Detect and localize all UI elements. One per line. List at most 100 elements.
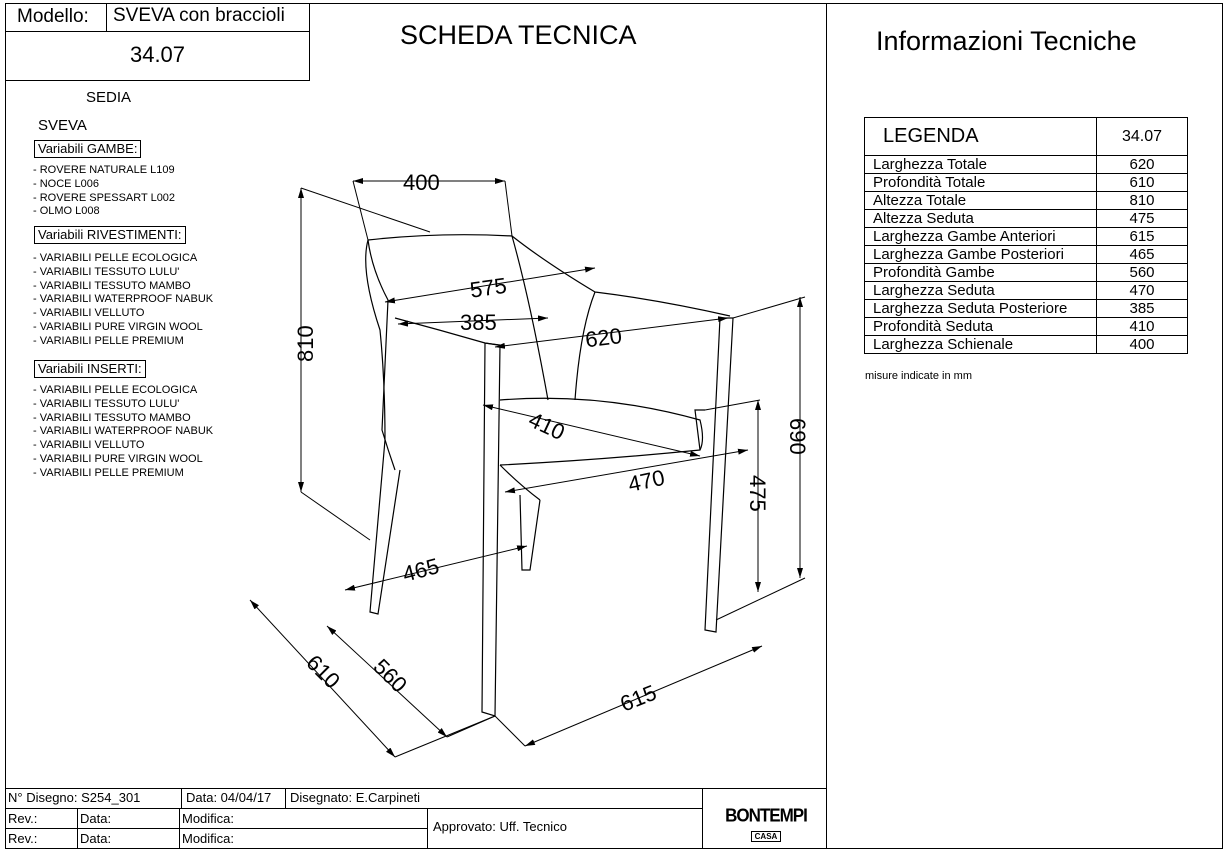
variant-list-rivestimenti: - VARIABILI PELLE ECOLOGICA - VARIABILI …	[33, 252, 213, 349]
dim-620: 620	[584, 323, 623, 352]
divider	[427, 808, 428, 849]
chair-outline	[365, 234, 734, 717]
legend-label: Larghezza Gambe Anteriori	[864, 227, 1097, 246]
legend-label: Profondità Totale	[864, 173, 1097, 192]
legend-label: Larghezza Seduta Posteriore	[864, 299, 1097, 318]
dim-690: 690	[785, 418, 810, 455]
column-divider	[826, 3, 827, 849]
list-item: - OLMO L008	[33, 205, 100, 218]
dim-400: 400	[403, 170, 440, 195]
divider	[702, 788, 703, 849]
drawn-by: Disegnato: E.Carpineti	[290, 790, 421, 805]
rev-change-label: Modifica:	[182, 831, 235, 846]
divider	[285, 788, 286, 808]
variant-title-gambe: Variabili GAMBE:	[34, 140, 142, 158]
dim-465: 465	[400, 553, 442, 587]
list-item: - VARIABILI VELLUTO	[33, 307, 145, 320]
rev-date-label: Data:	[80, 831, 112, 846]
legend-value: 410	[1096, 317, 1188, 336]
model-code: 34.07	[129, 42, 186, 67]
legend-value: 470	[1096, 281, 1188, 300]
legend-label: Profondità Gambe	[864, 263, 1097, 282]
legend-value: 385	[1096, 299, 1188, 318]
model-name: SVEVA con braccioli	[113, 5, 285, 26]
list-item: - VARIABILI PURE VIRGIN WOOL	[33, 320, 203, 333]
dim-615: 615	[617, 680, 660, 717]
divider	[5, 808, 702, 809]
list-item: - VARIABILI TESSUTO LULU'	[33, 265, 180, 278]
variant-title-inserti: Variabili INSERTI:	[34, 360, 146, 378]
variant-list-inserti: - VARIABILI PELLE ECOLOGICA - VARIABILI …	[33, 384, 213, 481]
list-item: - VARIABILI PELLE PREMIUM	[33, 334, 184, 347]
info-title: Informazioni Tecniche	[876, 26, 1137, 56]
model-box	[5, 3, 310, 81]
legend-value: 475	[1096, 209, 1188, 228]
chair-drawing: 400 575 385 620 810 410 470 475 690 465 …	[249, 170, 810, 758]
legend-value: 560	[1096, 263, 1188, 282]
list-item: - VARIABILI WATERPROOF NABUK	[33, 293, 214, 306]
divider	[181, 788, 182, 808]
drawing-date: Data: 04/04/17	[186, 790, 272, 805]
list-item: - VARIABILI TESSUTO MAMBO	[33, 279, 191, 292]
divider	[179, 808, 180, 849]
list-item: - VARIABILI VELLUTO	[33, 439, 145, 452]
legend-label: Profondità Seduta	[864, 317, 1097, 336]
product-name: SVEVA	[38, 117, 87, 134]
list-item: - VARIABILI TESSUTO MAMBO	[33, 411, 191, 424]
legend-value: 610	[1096, 173, 1188, 192]
legend-code: 34.07	[1096, 117, 1188, 156]
rev-label: Rev.:	[8, 831, 38, 846]
legend-value: 810	[1096, 191, 1188, 210]
legend-value: 620	[1096, 155, 1188, 174]
list-item: - VARIABILI PELLE ECOLOGICA	[33, 384, 198, 396]
legend-value: 615	[1096, 227, 1188, 246]
legend-label: Larghezza Totale	[864, 155, 1097, 174]
legend-label: Altezza Seduta	[864, 209, 1097, 228]
page-frame	[5, 3, 1223, 849]
divider	[5, 788, 827, 789]
divider	[106, 3, 107, 31]
dim-410: 410	[525, 407, 569, 445]
variant-title-rivestimenti: Variabili RIVESTIMENTI:	[34, 226, 186, 244]
legend-label: Altezza Totale	[864, 191, 1097, 210]
dim-810: 810	[293, 325, 318, 362]
divider	[77, 808, 78, 849]
rev-change-label: Modifica:	[182, 811, 235, 826]
divider	[5, 828, 427, 829]
dim-385: 385	[460, 310, 497, 335]
legend-value: 465	[1096, 245, 1188, 264]
legend-note: misure indicate in mm	[865, 370, 972, 382]
dimension-lines	[249, 178, 806, 758]
dim-475: 475	[745, 475, 770, 512]
legend-label: Larghezza Seduta	[864, 281, 1097, 300]
list-item: - VARIABILI WATERPROOF NABUK	[33, 425, 214, 438]
page-title: SCHEDA TECNICA	[400, 20, 637, 50]
list-item: - VARIABILI PELLE ECOLOGICA	[33, 252, 198, 264]
list-item: - VARIABILI TESSUTO LULU'	[33, 397, 180, 410]
legend-header: LEGENDA 34.07	[864, 117, 1188, 156]
variant-list-gambe: - ROVERE NATURALE L109 - NOCE L006 - ROV…	[33, 164, 175, 219]
model-label: Modello:	[17, 6, 89, 27]
rev-date-label: Data:	[80, 811, 112, 826]
approved-by: Approvato: Uff. Tecnico	[433, 819, 567, 834]
dim-575: 575	[468, 273, 508, 303]
divider	[5, 31, 310, 32]
list-item: - ROVERE NATURALE L109	[33, 164, 175, 176]
bontempi-logo: BONTEMPI CASA	[725, 805, 808, 842]
legend-title: LEGENDA	[864, 117, 1097, 156]
legend-label: Larghezza Gambe Posteriori	[864, 245, 1097, 264]
list-item: - NOCE L006	[33, 177, 100, 190]
dim-610: 610	[301, 650, 345, 694]
list-item: - VARIABILI PELLE PREMIUM	[33, 466, 184, 479]
